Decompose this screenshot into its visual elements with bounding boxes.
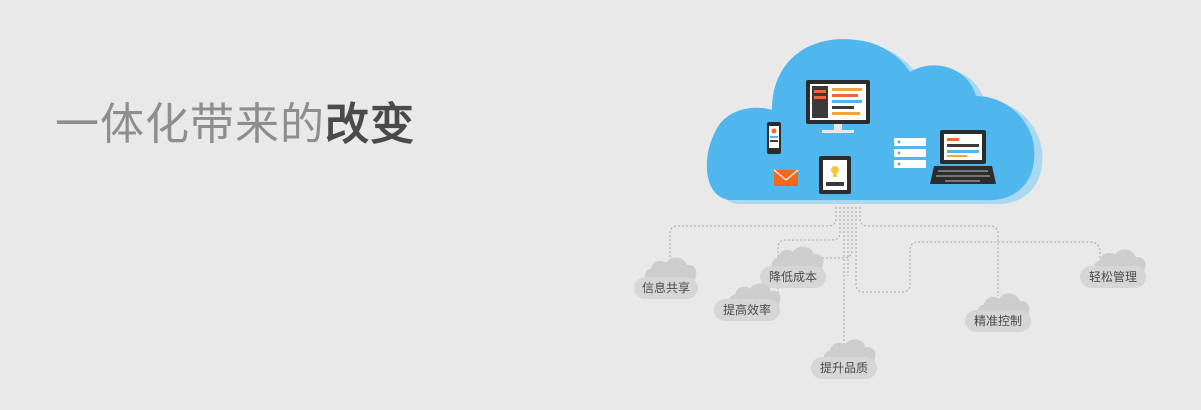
server-icon <box>894 138 926 168</box>
headline-bold: 改变 <box>325 99 415 150</box>
tablet-icon <box>819 156 851 194</box>
benefit-label-control: 精准控制 <box>974 314 1022 328</box>
benefit-label-sharing: 信息共享 <box>642 280 690 295</box>
monitor-icon <box>806 80 870 133</box>
phone-icon <box>767 122 781 154</box>
benefit-cloud-cost: 降低成本 <box>760 246 826 288</box>
benefit-label-cost: 降低成本 <box>769 270 817 284</box>
envelope-icon <box>773 169 799 186</box>
headline-light: 一体化带来的 <box>55 99 325 150</box>
laptop-icon <box>930 130 996 184</box>
benefit-cloud-quality: 提升品质 <box>811 339 877 379</box>
benefit-cloud-control: 精准控制 <box>965 293 1031 332</box>
benefit-label-efficiency: 提高效率 <box>723 302 771 317</box>
connector-lines <box>669 207 1101 350</box>
benefit-label-quality: 提升品质 <box>820 360 868 375</box>
page-headline: 一体化带来的改变 <box>55 95 415 155</box>
benefit-cloud-management: 轻松管理 <box>1080 249 1146 288</box>
benefit-cloud-sharing: 信息共享 <box>634 257 698 299</box>
benefit-label-management: 轻松管理 <box>1089 269 1137 284</box>
benefit-cloud-efficiency: 提高效率 <box>714 283 781 321</box>
